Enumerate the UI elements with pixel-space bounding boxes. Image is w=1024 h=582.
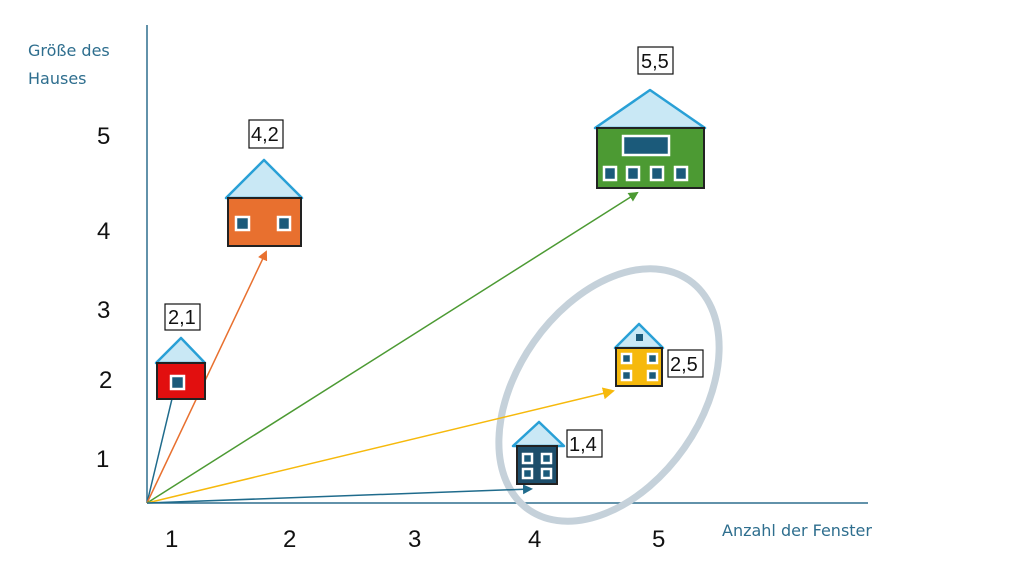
x-tick-3: 3 xyxy=(408,526,421,553)
x-axis-label: Anzahl der Fenster xyxy=(722,521,872,540)
y-tick-2: 2 xyxy=(99,367,112,394)
y-tick-1: 1 xyxy=(96,446,109,473)
house-navy-label: 1,4 xyxy=(569,434,597,456)
house-yellow-label: 2,5 xyxy=(670,354,698,376)
house-green xyxy=(593,88,707,189)
x-tick-4: 4 xyxy=(528,526,541,553)
vector-arrow-yellow-house xyxy=(146,387,615,504)
x-tick-5: 5 xyxy=(652,526,665,553)
y-tick-3: 3 xyxy=(97,297,110,324)
y-axis-label-line1: Größe des xyxy=(28,41,110,60)
y-tick-4: 4 xyxy=(97,218,110,245)
house-yellow xyxy=(613,322,665,387)
y-axis-label-line2: Hauses xyxy=(28,69,87,88)
vector-arrow-green-house xyxy=(146,191,639,504)
y-tick-5: 5 xyxy=(97,123,110,150)
house-orange-label: 4,2 xyxy=(251,124,279,146)
house-green-label: 5,5 xyxy=(641,51,669,73)
house-navy xyxy=(511,420,566,485)
house-orange xyxy=(224,158,304,247)
x-tick-2: 2 xyxy=(283,526,296,553)
vector-arrow-orange-house xyxy=(146,250,268,504)
vector-arrow-navy-house xyxy=(146,484,533,504)
highlight-ellipse xyxy=(495,265,723,525)
x-tick-1: 1 xyxy=(165,526,178,553)
house-red-label: 2,1 xyxy=(168,307,196,329)
house-red xyxy=(154,336,207,400)
